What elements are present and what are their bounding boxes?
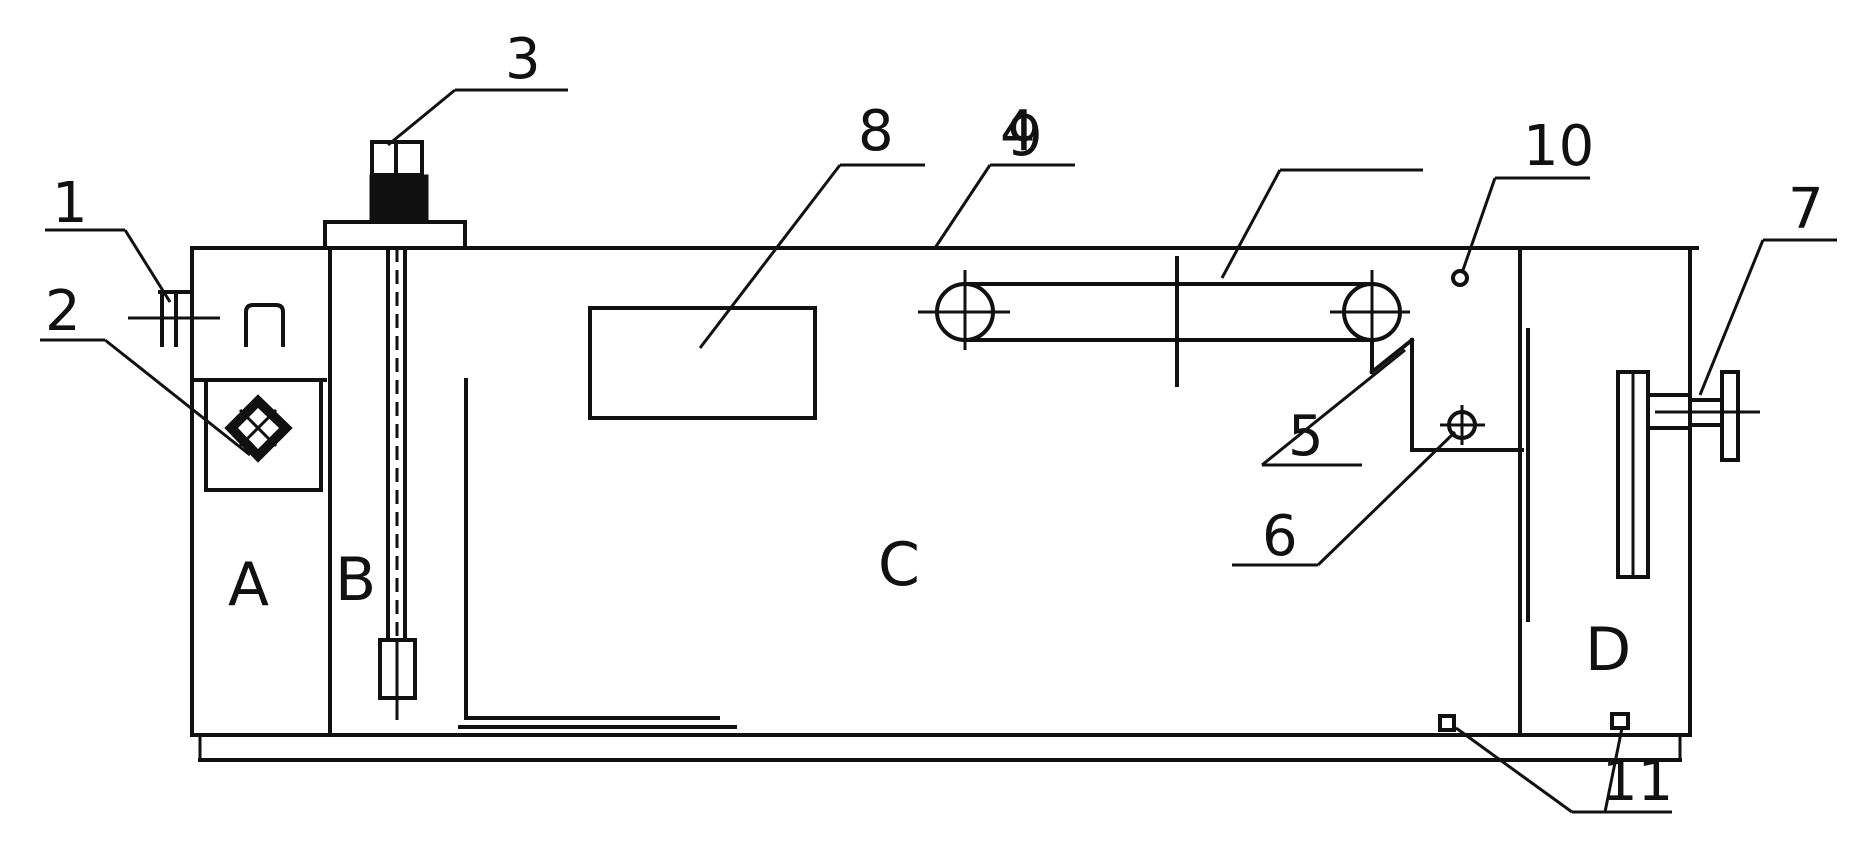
filter-box bbox=[194, 378, 327, 492]
region-c-label: C bbox=[878, 530, 920, 600]
housing bbox=[190, 246, 1699, 737]
label-3: 3 bbox=[505, 27, 541, 92]
vent-hole bbox=[1451, 269, 1469, 287]
label-10: 10 bbox=[1523, 114, 1594, 179]
label-9: 9 bbox=[1007, 104, 1043, 169]
inlet-pipe bbox=[128, 290, 285, 347]
label-7: 7 bbox=[1788, 177, 1824, 242]
label-6: 6 bbox=[1262, 504, 1298, 569]
baffle-left bbox=[458, 378, 737, 729]
pump-assembly bbox=[323, 140, 467, 720]
label-5: 5 bbox=[1288, 404, 1324, 469]
filter-mesh-icon bbox=[224, 394, 293, 463]
drain-fittings bbox=[1438, 712, 1630, 732]
label-8: 8 bbox=[858, 99, 894, 164]
left-pulley-icon bbox=[918, 270, 1010, 350]
region-b-label: B bbox=[335, 545, 376, 615]
rotor-icon bbox=[1440, 405, 1485, 445]
label-2: 2 bbox=[45, 279, 81, 344]
label-11: 11 bbox=[1602, 749, 1673, 814]
outlet-pipe bbox=[1616, 370, 1760, 579]
belt-conveyor bbox=[918, 256, 1410, 387]
label-1: 1 bbox=[52, 171, 88, 236]
region-d-label: D bbox=[1585, 615, 1631, 685]
label-4: 4 bbox=[1000, 99, 1036, 164]
region-a-label: A bbox=[228, 550, 269, 620]
panel-window bbox=[588, 306, 817, 420]
scraper-bracket bbox=[1369, 337, 1524, 452]
base-plate bbox=[190, 733, 1692, 762]
leader-lines bbox=[40, 88, 1837, 814]
